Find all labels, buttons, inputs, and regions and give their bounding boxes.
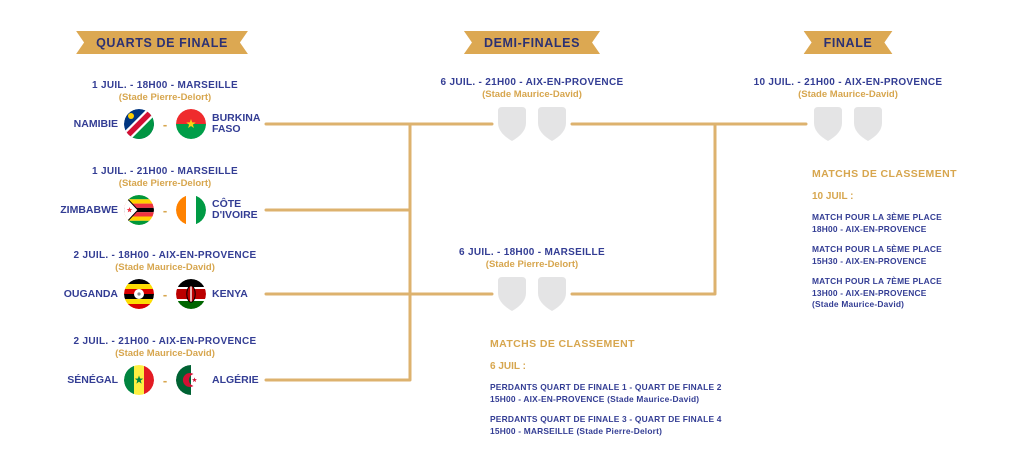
match-venue: (Stade Pierre-Delort) bbox=[118, 92, 212, 103]
burkina-faso-flag bbox=[176, 109, 206, 139]
header-final-label: FINALE bbox=[823, 35, 873, 50]
match-date: 1 JUIL. - 18H00 - MARSEILLE bbox=[92, 80, 238, 91]
classification-final-section: MATCHS DE CLASSEMENT 10 JUIL : MATCH POU… bbox=[812, 168, 1012, 311]
quarterfinal-match-3: 2 JUIL. - 18H00 - AIX-EN-PROVENCE (Stade… bbox=[25, 249, 305, 309]
team-name: ALGÉRIE bbox=[212, 373, 259, 386]
classification-entry-line: 15H30 - AIX-EN-PROVENCE bbox=[812, 255, 927, 266]
match-venue: (Stade Maurice-David) bbox=[115, 262, 215, 273]
match-venue: (Stade Pierre-Delort) bbox=[118, 178, 212, 189]
kenya-flag bbox=[176, 279, 206, 309]
vs-dash: - bbox=[162, 202, 168, 218]
header-quarterfinals: QUARTS DE FINALE bbox=[76, 31, 248, 54]
quarterfinal-match-2: 1 JUIL. - 21H00 - MARSEILLE (Stade Pierr… bbox=[25, 165, 305, 225]
senegal-flag bbox=[124, 365, 154, 395]
team-name: ZIMBABWE bbox=[60, 203, 118, 216]
classification-entry-line: 15H00 - AIX-EN-PROVENCE (Stade Maurice-D… bbox=[490, 393, 700, 404]
classification-entry-line: 13H00 - AIX-EN-PROVENCE bbox=[812, 287, 927, 298]
match-date: 6 JUIL. - 18H00 - MARSEILLE bbox=[459, 247, 605, 258]
header-semifinals: DEMI-FINALES bbox=[464, 31, 600, 54]
classification-entry-line: 18H00 - AIX-EN-PROVENCE bbox=[812, 223, 927, 234]
team-name: NAMIBIE bbox=[73, 117, 118, 130]
header-semifinals-label: DEMI-FINALES bbox=[483, 35, 581, 50]
team-row: SÉNÉGAL - ALGÉRIE bbox=[25, 365, 305, 395]
team-row: OUGANDA - bbox=[25, 279, 305, 309]
team-placeholder-shield-icon bbox=[538, 277, 566, 311]
classification-date: 10 JUIL : bbox=[812, 191, 854, 202]
namibia-flag bbox=[124, 109, 154, 139]
match-venue: (Stade Maurice-David) bbox=[482, 89, 582, 100]
vs-dash: - bbox=[162, 116, 168, 132]
quarterfinal-match-4: 2 JUIL. - 21H00 - AIX-EN-PROVENCE (Stade… bbox=[25, 335, 305, 395]
classification-entry: MATCH POUR LA 3ÈME PLACE 18H00 - AIX-EN-… bbox=[812, 212, 1012, 235]
semifinal-match-2: 6 JUIL. - 18H00 - MARSEILLE (Stade Pierr… bbox=[412, 246, 652, 311]
classification-title: MATCHS DE CLASSEMENT bbox=[490, 338, 635, 350]
match-venue: (Stade Maurice-David) bbox=[798, 89, 898, 100]
team-row: NAMIBIE - BURKINA bbox=[25, 109, 305, 139]
algeria-flag bbox=[176, 365, 206, 395]
match-date: 6 JUIL. - 21H00 - AIX-EN-PROVENCE bbox=[440, 77, 624, 88]
classification-entry: MATCH POUR LA 5ÈME PLACE 15H30 - AIX-EN-… bbox=[812, 244, 1012, 267]
placeholder-row bbox=[412, 107, 652, 141]
team-name: OUGANDA bbox=[63, 287, 118, 300]
team-placeholder-shield-icon bbox=[854, 107, 882, 141]
uganda-flag bbox=[124, 279, 154, 309]
semifinal-match-1: 6 JUIL. - 21H00 - AIX-EN-PROVENCE (Stade… bbox=[412, 76, 652, 141]
match-venue: (Stade Pierre-Delort) bbox=[485, 259, 579, 270]
classification-entry-line: PERDANTS QUART DE FINALE 1 - QUART DE FI… bbox=[490, 382, 722, 392]
team-placeholder-shield-icon bbox=[538, 107, 566, 141]
classification-entry-line: (Stade Maurice-David) bbox=[812, 299, 905, 309]
team-placeholder-shield-icon bbox=[814, 107, 842, 141]
classification-entry-line: PERDANTS QUART DE FINALE 3 - QUART DE FI… bbox=[490, 414, 722, 424]
classification-entry-line: 15H00 - MARSEILLE (Stade Pierre-Delort) bbox=[490, 425, 663, 436]
match-date: 1 JUIL. - 21H00 - MARSEILLE bbox=[92, 166, 238, 177]
classification-entry-line: MATCH POUR LA 5ÈME PLACE bbox=[812, 244, 942, 254]
team-name: KENYA bbox=[212, 287, 248, 300]
classification-entry: MATCH POUR LA 7ÈME PLACE 13H00 - AIX-EN-… bbox=[812, 276, 1012, 311]
header-final: FINALE bbox=[804, 31, 893, 54]
team-name: BURKINA FASO bbox=[212, 112, 261, 135]
team-name: CÔTE D'IVOIRE bbox=[212, 198, 258, 221]
match-date: 10 JUIL. - 21H00 - AIX-EN-PROVENCE bbox=[753, 77, 943, 88]
classification-entry-line: MATCH POUR LA 7ÈME PLACE bbox=[812, 276, 942, 286]
match-date: 2 JUIL. - 21H00 - AIX-EN-PROVENCE bbox=[73, 336, 257, 347]
placeholder-row bbox=[728, 107, 968, 141]
team-row: ZIMBABWE - bbox=[25, 195, 305, 225]
cote-divoire-flag bbox=[176, 195, 206, 225]
zimbabwe-flag bbox=[124, 195, 154, 225]
classification-date: 6 JUIL : bbox=[490, 361, 526, 372]
classification-semis-section: MATCHS DE CLASSEMENT 6 JUIL : PERDANTS Q… bbox=[490, 338, 760, 437]
team-placeholder-shield-icon bbox=[498, 107, 526, 141]
team-placeholder-shield-icon bbox=[498, 277, 526, 311]
match-venue: (Stade Maurice-David) bbox=[115, 348, 215, 359]
header-quarterfinals-label: QUARTS DE FINALE bbox=[96, 35, 228, 50]
classification-entry: PERDANTS QUART DE FINALE 1 - QUART DE FI… bbox=[490, 382, 760, 405]
placeholder-row bbox=[412, 277, 652, 311]
classification-entry: PERDANTS QUART DE FINALE 3 - QUART DE FI… bbox=[490, 414, 760, 437]
vs-dash: - bbox=[162, 286, 168, 302]
team-name: SÉNÉGAL bbox=[67, 373, 118, 386]
quarterfinal-match-1: 1 JUIL. - 18H00 - MARSEILLE (Stade Pierr… bbox=[25, 79, 305, 139]
classification-entry-line: MATCH POUR LA 3ÈME PLACE bbox=[812, 212, 942, 222]
classification-title: MATCHS DE CLASSEMENT bbox=[812, 168, 957, 180]
vs-dash: - bbox=[162, 372, 168, 388]
match-date: 2 JUIL. - 18H00 - AIX-EN-PROVENCE bbox=[73, 250, 257, 261]
final-match: 10 JUIL. - 21H00 - AIX-EN-PROVENCE (Stad… bbox=[728, 76, 968, 141]
